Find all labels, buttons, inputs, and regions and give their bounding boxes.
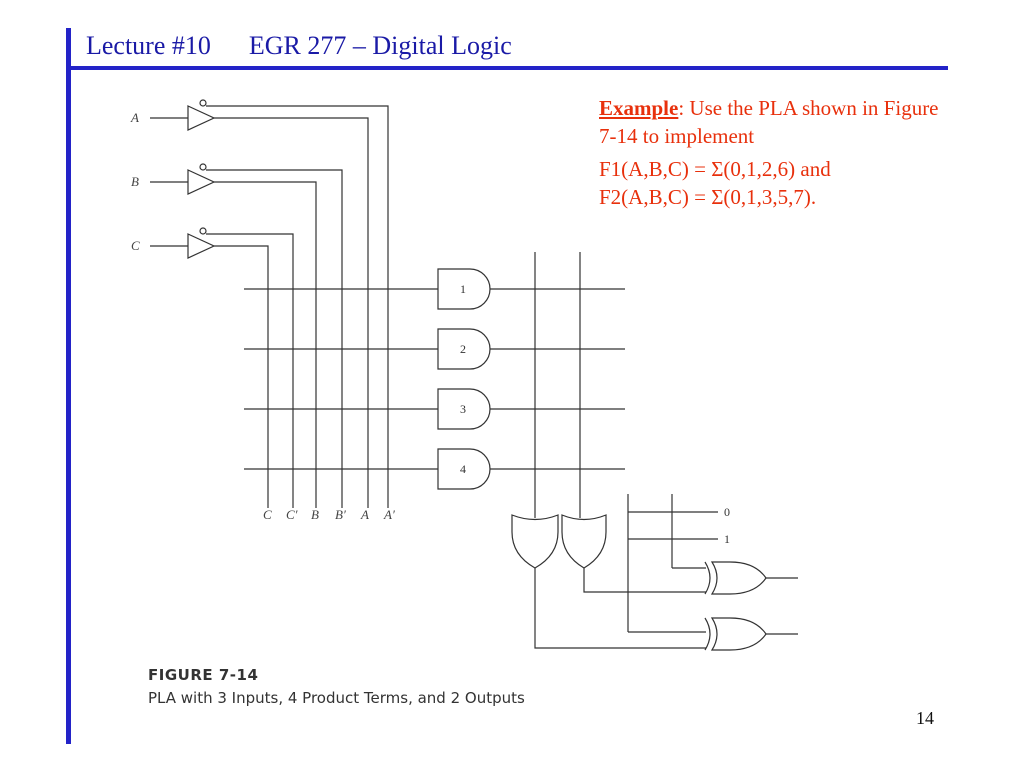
course-name: EGR 277 – Digital Logic [248,31,512,60]
page-number: 14 [916,708,934,728]
and-gate-1-icon [437,268,491,310]
product-term-2-label: 2 [460,342,466,356]
xor-gate-2-icon [710,617,767,651]
f2-equation: F2(A,B,C) = Σ(0,1,3,5,7). [599,185,817,209]
control-1-label: 1 [724,532,730,546]
and-gate-4-icon [437,448,491,490]
product-term-4-label: 4 [460,462,466,476]
xor-gate-1-icon [710,561,767,595]
column-c-label: C [263,507,272,522]
buffer-b-icon [187,169,216,195]
and-gate-2-icon [437,328,491,370]
lecture-number: Lecture #10 [86,31,211,60]
input-c-label: C [131,238,140,253]
f1-equation: F1(A,B,C) = Σ(0,1,2,6) and [599,157,831,181]
input-a-label: A [130,110,139,125]
column-a-prime-label: A′ [383,507,395,522]
product-term-3-label: 3 [460,402,466,416]
title-underline-rule [66,66,948,70]
slide-title: Lecture #10 EGR 277 – Digital Logic [86,31,512,61]
or-gate-1-icon [511,514,559,569]
example-text-block: Example: Use the PLA shown in Figure 7-1… [599,94,959,211]
product-term-1-label: 1 [460,282,466,296]
column-b-prime-label: B′ [335,507,346,522]
column-b-label: B [311,507,319,522]
column-a-label: A [360,507,369,522]
column-c-prime-label: C′ [286,507,298,522]
left-accent-rule [66,28,71,744]
or-gate-2-icon [561,514,607,569]
figure-title: FIGURE 7-14 [148,666,259,684]
example-label: Example [599,96,679,120]
buffer-a-icon [187,105,216,131]
buffer-c-icon [187,233,216,259]
input-b-label: B [131,174,139,189]
example-intro: : Use the PLA shown in Figure 7-14 to im… [599,96,939,148]
and-gate-3-icon [437,388,491,430]
control-0-label: 0 [724,505,730,519]
figure-caption: PLA with 3 Inputs, 4 Product Terms, and … [148,689,525,707]
